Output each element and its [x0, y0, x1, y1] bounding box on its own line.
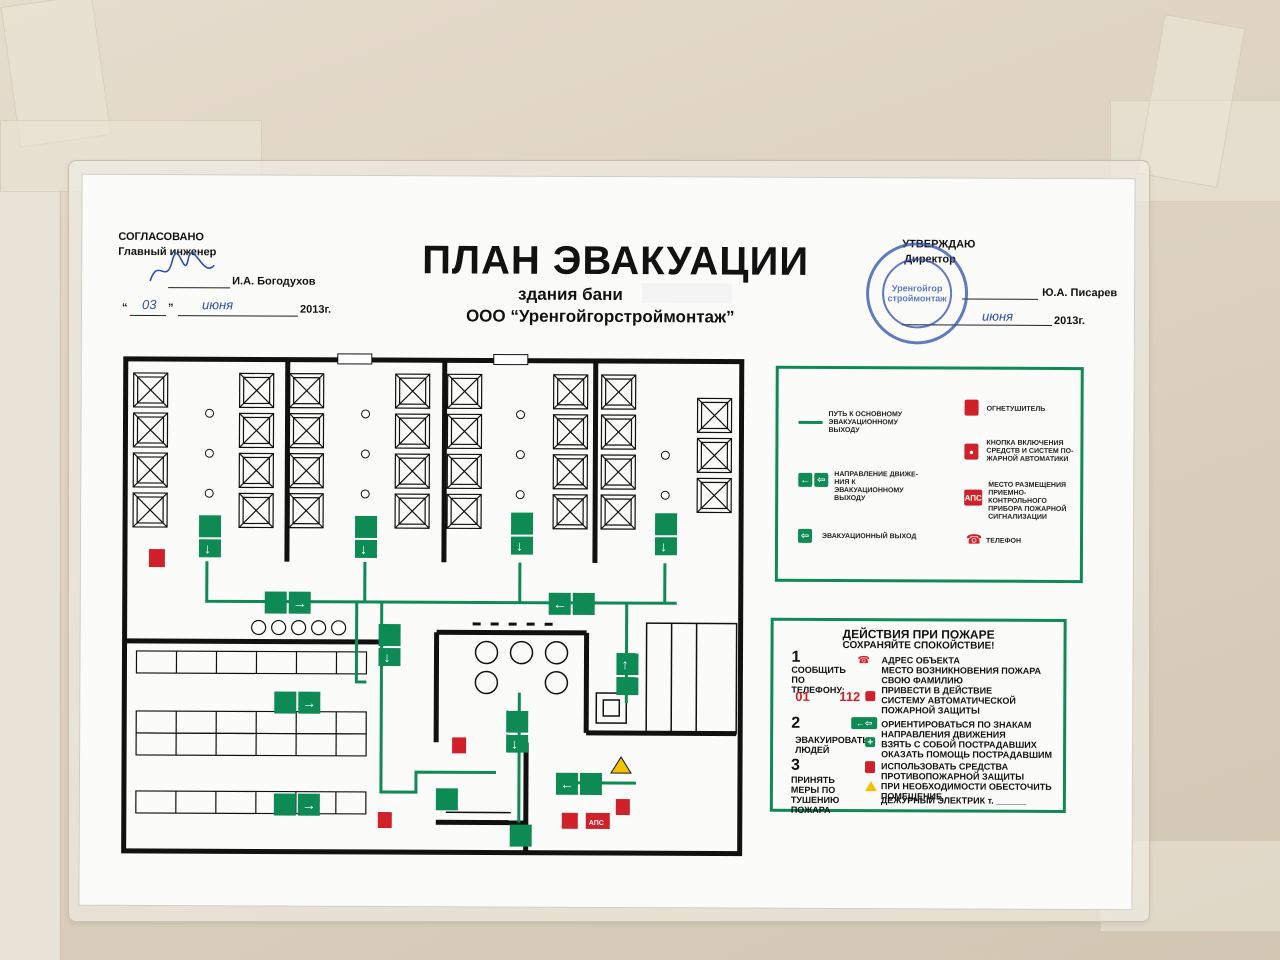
locker-cell — [394, 493, 430, 529]
locker-cell — [288, 373, 325, 409]
company-stamp: Уренгойгор строймонтаж — [865, 242, 969, 345]
svg-text:↓: ↓ — [360, 541, 367, 557]
locker-cell — [394, 453, 430, 489]
locker-cell — [288, 493, 324, 529]
locker-cell — [238, 412, 275, 449]
locker-cell — [446, 373, 483, 410]
exit-sign-icon: ⇦ — [797, 528, 813, 543]
locker-cell — [552, 374, 589, 410]
running-man-icon: ⇦ — [814, 472, 829, 487]
arrow-exit-sign-icon: ← — [798, 472, 813, 487]
step2-label: ЭВАКУИРОВАТЬ ЛЮДЕЙ — [795, 734, 869, 755]
aps-icon: АПС — [964, 489, 983, 506]
legend-label-button: КНОПКА ВКЛЮЧЕНИЯ СРЕДСТВ И СИСТЕМ ПО- ЖА… — [986, 439, 1074, 464]
step2-item-3: ОКАЗАТЬ ПОМОЩЬ ПОСТРАДАВШИМ — [881, 749, 1053, 760]
legend-label-phone: ТЕЛЕФОН — [985, 537, 1022, 545]
approved-left-day: 03 — [141, 296, 157, 313]
step3-item-1: ИСПОЛЬЗОВАТЬ СРЕДСТВА ПРОТИВОПОЖАРНОЙ ЗА… — [880, 761, 1025, 782]
locker-cell — [132, 452, 168, 488]
approved-left-year: 2013г. — [299, 303, 332, 316]
legend-box: ПУТЬ К ОСНОВНОМУ ЭВАКУАЦИОННОМУ ВЫХОДУ ←… — [774, 365, 1084, 584]
plan-aps-label: АПС — [589, 820, 604, 827]
locker-cell — [696, 477, 732, 514]
svg-text:↓: ↓ — [516, 538, 523, 554]
phone-icon: ☎ — [857, 655, 870, 667]
evacuation-plan-sheet: СОГЛАСОВАНО Главный инженер И.А. Богодух… — [78, 173, 1136, 911]
svg-text:→: → — [302, 797, 316, 813]
svg-text:↓: ↓ — [383, 649, 390, 665]
legend-label-extinguisher: ОГНЕТУШИТЕЛЬ — [986, 405, 1046, 413]
fire-alarm-button-icon: ● — [964, 443, 979, 460]
approved-right-month: июня — [981, 308, 1014, 324]
aps-icon-label: АПС — [964, 493, 982, 503]
redacted-patch — [642, 283, 733, 304]
floor-plan: ↓ ↓ ↓ ↓ → ← ↓ ↑ → ↓ → ← АПС — [121, 353, 745, 857]
locker-cell — [238, 452, 274, 489]
fire-extinguisher-icon — [864, 761, 876, 774]
warning-triangle-icon — [864, 781, 877, 792]
step3-label: ПРИНЯТЬ МЕРЫ ПО ТУШЕНИЮ ПОЖАРА — [790, 774, 840, 815]
exit-sign-icon: ←⇦ — [851, 717, 878, 730]
locker-cell — [552, 494, 588, 530]
svg-text:↓: ↓ — [660, 538, 667, 554]
phone-number-01: 01 — [795, 688, 810, 704]
locker-cell — [394, 413, 431, 449]
locker-cell — [600, 494, 636, 530]
svg-text:→: → — [293, 595, 307, 611]
locker-cell — [132, 372, 169, 408]
legend-label-direction: НАПРАВЛЕНИЕ ДВИЖЕ- НИЯ К ЭВАКУАЦИОННОМУ … — [834, 470, 919, 503]
legend-label-path: ПУТЬ К ОСНОВНОМУ ЭВАКУАЦИОННОМУ ВЫХОДУ — [828, 410, 903, 435]
signature-left — [148, 251, 218, 287]
locker-cell — [238, 492, 274, 529]
legend-label-aps: МЕСТО РАЗМЕЩЕНИЯ ПРИЕМНО-КОНТРОЛЬНОГО ПР… — [988, 481, 1067, 521]
step2-item-1: ОРИЕНТИРОВАТЬСЯ ПО ЗНАКАМ НАПРАВЛЕНИЯ ДВ… — [881, 719, 1032, 740]
approved-right-name: Ю.А. Писарев — [1042, 286, 1118, 300]
page-title: ПЛАН ЭВАКУАЦИИ — [422, 238, 810, 284]
subtitle-company: ООО “Уренгойгорстроймонтаж” — [465, 306, 735, 327]
locker-cell — [696, 437, 733, 474]
step3-item-3: ДЕЖУРНЫЙ ЭЛЕКТРИК т. ______ — [880, 795, 1027, 806]
actions-subtitle: СОХРАНЯЙТЕ СПОКОЙСТВИЕ! — [842, 640, 995, 652]
approved-left-month: июня — [201, 297, 234, 313]
legend-label-exit: ЭВАКУАЦИОННЫЙ ВЫХОД — [822, 532, 917, 541]
locker-cell — [446, 493, 482, 530]
step3-number: 3 — [790, 756, 800, 774]
locker-cell — [696, 397, 733, 434]
locker-cell — [288, 453, 324, 489]
green-path-icon — [798, 420, 823, 424]
locker-cell — [600, 454, 636, 490]
locker-cell — [446, 413, 483, 450]
step1-item-4: ПРИВЕСТИ В ДЕЙСТВИЕ СИСТЕМУ АВТОМАТИЧЕСК… — [881, 685, 1016, 716]
step2-number: 2 — [791, 714, 801, 732]
approved-left-name: И.А. Богодухов — [232, 275, 316, 288]
phone-number-112: 112 — [839, 689, 861, 705]
first-aid-icon: + — [865, 737, 876, 748]
fire-extinguisher-icon — [964, 399, 979, 416]
adjacent-paper — [0, 190, 61, 960]
locker-cell — [132, 412, 169, 448]
svg-text:↑: ↑ — [621, 656, 628, 672]
svg-text:↓: ↓ — [511, 736, 518, 752]
locker-cell — [394, 373, 431, 409]
locker-cell — [552, 454, 588, 490]
stamp-text: Уренгойгор строймонтаж — [887, 283, 947, 304]
svg-text:↓: ↓ — [204, 540, 211, 556]
svg-text:←: ← — [560, 776, 574, 792]
approved-right-year: 2013г. — [1053, 314, 1086, 328]
locker-cell — [600, 374, 637, 410]
approved-left-heading: СОГЛАСОВАНО — [118, 230, 205, 244]
svg-text:→: → — [302, 695, 316, 711]
locker-cell — [446, 453, 482, 490]
locker-cell — [600, 414, 637, 450]
svg-text:←: ← — [553, 596, 567, 612]
locker-cell — [288, 413, 325, 449]
locker-cell — [132, 492, 168, 528]
fire-alarm-button-icon — [865, 691, 876, 702]
phone-icon: ☎ — [965, 531, 983, 547]
subtitle-building: здания бани — [518, 284, 623, 305]
locker-cell — [552, 414, 589, 450]
locker-cell — [238, 372, 275, 409]
fire-actions-box: ДЕЙСТВИЯ ПРИ ПОЖАРЕ СОХРАНЯЙТЕ СПОКОЙСТВ… — [769, 617, 1067, 815]
